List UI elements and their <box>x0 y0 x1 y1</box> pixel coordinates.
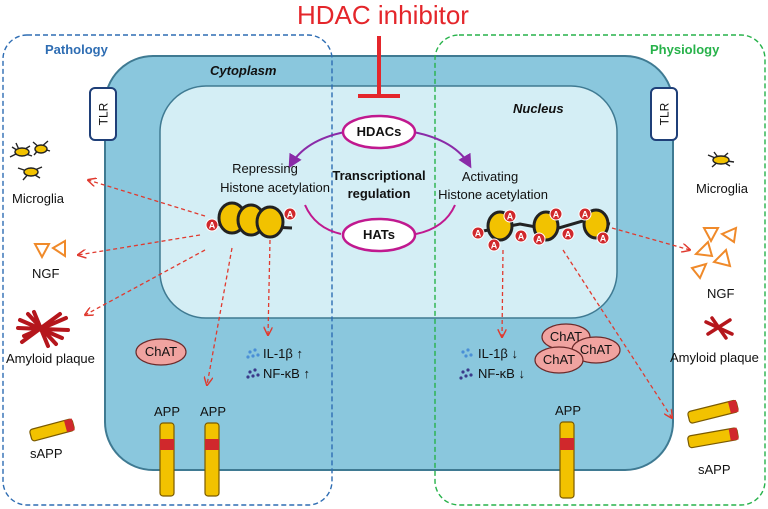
regulation-line2: regulation <box>347 186 411 201</box>
sapp-right-label: sAPP <box>698 462 731 477</box>
acetyl-mark-5: A <box>518 232 525 242</box>
hdacs-label: HDACs <box>356 124 402 139</box>
acetyl-mark-8: A <box>565 230 572 240</box>
microglia-right-label: Microglia <box>696 181 749 196</box>
tlr-right-label: TLR <box>651 88 677 140</box>
sapp-left-icon <box>29 418 75 442</box>
chat-right-1-label: ChAT <box>549 329 583 344</box>
nfkb-left-dots-icon <box>246 368 260 379</box>
tlr-right-text: TLR <box>656 102 671 126</box>
amyloid-right-label: Amyloid plaque <box>670 350 759 365</box>
region-cytoplasm: Cytoplasm <box>210 63 277 78</box>
arrow-to-amyloid-left <box>85 249 206 315</box>
pathology-frame <box>2 34 333 506</box>
acetyl-mark-0: A <box>209 221 216 231</box>
activating-line1: Activating <box>461 169 519 184</box>
acetyl-mark-10: A <box>600 234 607 244</box>
acetyl-mark-4: A <box>507 212 514 222</box>
il1b-left-dots-icon <box>246 348 260 359</box>
regulation-line1: Transcriptional <box>332 168 426 183</box>
acetyl-mark-1: A <box>287 210 294 220</box>
amyloid-left-label: Amyloid plaque <box>6 351 95 366</box>
arrow-to-app-left <box>207 247 233 385</box>
nfkb-right-dots-icon <box>459 368 473 380</box>
chat-right-3 <box>534 346 584 374</box>
section-physiology: Physiology <box>650 42 720 57</box>
nfkb-right-label: NF-κB ↓ <box>478 366 525 381</box>
hats-label: HATs <box>362 227 396 242</box>
tlr-left-text: TLR <box>95 102 110 126</box>
sapp-right-icon <box>687 399 739 449</box>
arrow-to-sapp-right <box>562 249 672 418</box>
acetyl-mark-6: A <box>536 235 543 245</box>
acetyl-mark-7: A <box>553 210 560 220</box>
repressing-line1: Repressing <box>232 161 298 176</box>
cycle-arc-left-lower <box>304 204 342 235</box>
acetyl-mark-9: A <box>582 210 589 220</box>
app-right-label: APP <box>555 403 582 418</box>
app-left-1 <box>159 422 175 497</box>
physiology-frame <box>434 34 766 506</box>
chat-left-label: ChAT <box>144 344 178 359</box>
microglia-left-label: Microglia <box>12 191 65 206</box>
section-pathology: Pathology <box>45 42 108 57</box>
cycle-arc-right-upper <box>412 131 472 169</box>
il1b-right-dots-icon <box>461 348 473 358</box>
chat-left <box>135 338 187 366</box>
arrow-to-cytokines-left <box>268 239 270 335</box>
acetyl-mark-2: A <box>475 229 482 239</box>
amyloid-plaque-right-icon <box>704 316 734 340</box>
microglia-left-icon <box>9 140 51 181</box>
app-left-2 <box>204 422 220 497</box>
hdacs-enzyme <box>341 114 417 150</box>
ngf-left-icon <box>33 239 66 260</box>
ngf-right-icon <box>690 226 738 280</box>
chromatin-repressed: AA <box>205 201 297 239</box>
app-left-1-label: APP <box>154 404 181 419</box>
cycle-arc-right-lower <box>415 204 456 235</box>
nfkb-left-label: NF-κB ↑ <box>263 366 310 381</box>
tlr-left-label: TLR <box>90 88 116 140</box>
tlr-right-receptor <box>650 87 678 141</box>
ngf-left-label: NGF <box>32 266 60 281</box>
app-left-2-label: APP <box>200 404 227 419</box>
activating-line2: Histone acetylation <box>438 187 548 202</box>
tlr-left-receptor <box>89 87 117 141</box>
acetyl-mark-3: A <box>491 241 498 251</box>
chat-right-2-label: ChAT <box>579 342 613 357</box>
app-right <box>559 421 575 499</box>
chat-right-3-label: ChAT <box>542 352 576 367</box>
cycle-arc-left-upper <box>288 131 346 169</box>
hats-enzyme <box>341 217 417 253</box>
region-nucleus: Nucleus <box>513 101 564 116</box>
repressing-line2: Histone acetylation <box>220 180 330 195</box>
microglia-right-icon <box>707 151 735 168</box>
ngf-right-label: NGF <box>707 286 735 301</box>
diagram-title: HDAC inhibitor <box>297 0 469 30</box>
sapp-left-label: sAPP <box>30 446 63 461</box>
il1b-left-label: IL-1β ↑ <box>263 346 303 361</box>
il1b-right-label: IL-1β ↓ <box>478 346 518 361</box>
amyloid-plaque-left-icon <box>16 310 70 348</box>
arrow-to-cytokines-right <box>502 249 503 337</box>
